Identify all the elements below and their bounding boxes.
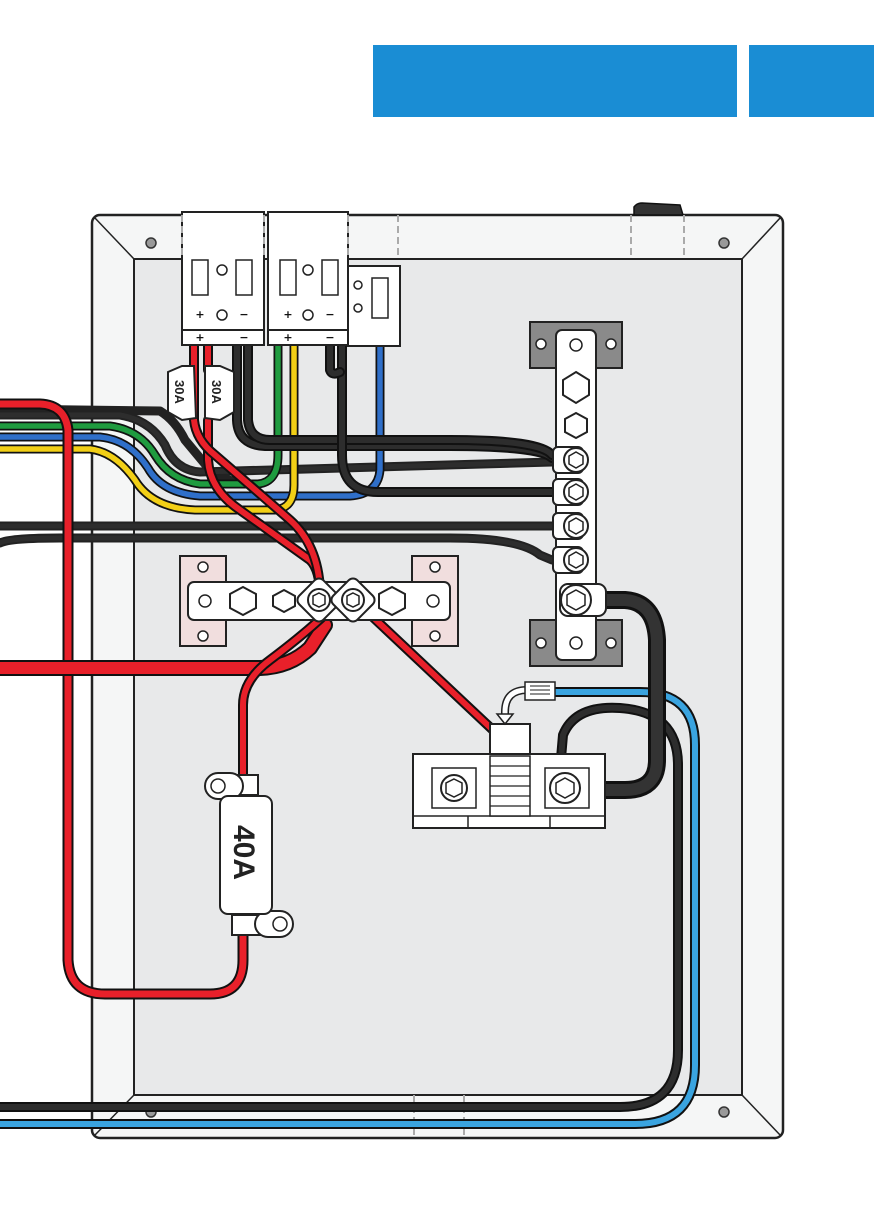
anderson-left-minus-1: −	[239, 308, 248, 321]
busbar-terminal-2	[553, 479, 588, 505]
anderson-right-minus-1: −	[325, 308, 334, 321]
anderson-connector-left: + − + −	[182, 212, 264, 345]
inline-fuse-30a-a: 30A	[168, 366, 196, 420]
busbar-terminal-4	[553, 547, 588, 573]
busbar-main-terminal	[560, 584, 606, 616]
anderson-left-minus-2: −	[239, 331, 248, 344]
fuse-30a-b-label: 30A	[209, 380, 224, 404]
mount-hole-br	[719, 1107, 729, 1117]
anderson-left-plus-2: +	[195, 331, 204, 344]
busbar-terminal-3	[553, 513, 588, 539]
anderson-right-plus-2: +	[283, 331, 292, 344]
anderson-right-minus-2: −	[325, 331, 334, 344]
anderson-connector-right: + − + −	[268, 212, 348, 345]
mount-hole-tl	[146, 238, 156, 248]
busbar-terminal-1	[553, 447, 588, 473]
anderson-left-plus-1: +	[195, 308, 204, 321]
fuse-30a-a-label: 30A	[172, 380, 187, 404]
inline-fuse-30a-b: 30A	[205, 366, 234, 420]
fuse-40a-label: 40A	[227, 825, 260, 880]
mount-hole-tr	[719, 238, 729, 248]
anderson-right-plus-1: +	[283, 308, 292, 321]
